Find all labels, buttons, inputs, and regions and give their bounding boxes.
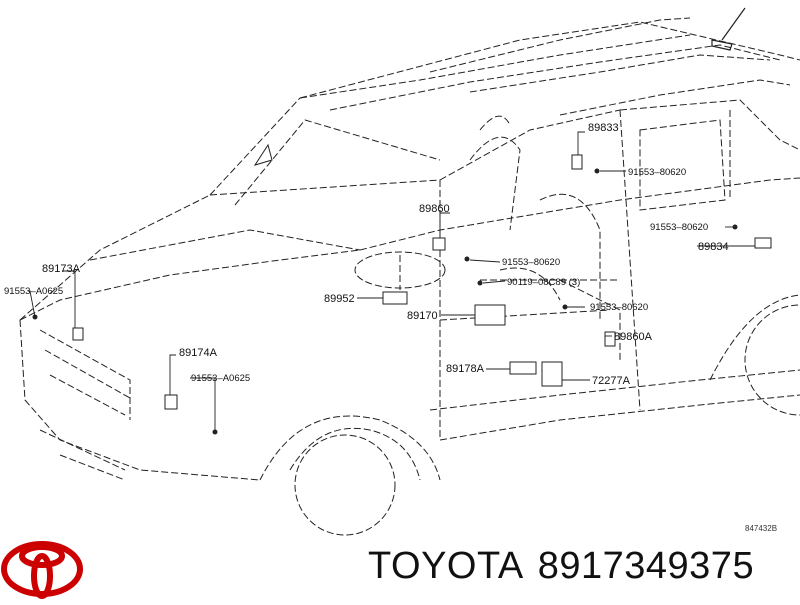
logo-center-ellipse: [31, 553, 53, 599]
reference-code: 847432B: [745, 524, 777, 533]
sensor-89178a: [509, 361, 537, 375]
label-91553-80620: 91553–80620: [650, 222, 708, 233]
label-91553-80620: 91553–80620: [590, 302, 648, 313]
label-91553-80620: 91553–80620: [502, 257, 560, 268]
label-91553-80620: 91553–80620: [628, 167, 686, 178]
label-89170: 89170: [407, 310, 438, 322]
label-90119-08c89: 90119–08C89 (3): [507, 277, 580, 288]
brand-name: TOYOTA: [368, 545, 524, 587]
part-number: 8917349375: [537, 545, 755, 587]
sensor-89173a: [72, 327, 84, 341]
label-89174a: 89174A: [179, 347, 218, 359]
label-89834: 89834: [698, 241, 729, 253]
logo-outer-ring: [1, 541, 83, 597]
part-labels: 89833 91553–80620 89860 91553–80620 8983…: [4, 122, 777, 533]
label-89860: 89860: [419, 203, 450, 215]
side-mirror: [253, 143, 273, 166]
sensor-89833: [571, 154, 583, 170]
label-89833: 89833: [588, 122, 619, 134]
label-89173a: 89173A: [42, 263, 81, 275]
sensor-89860: [432, 237, 446, 251]
label-89178a: 89178A: [446, 363, 485, 375]
label-72277a: 72277A: [592, 375, 631, 387]
antenna: [711, 7, 746, 51]
label-89952: 89952: [324, 293, 355, 305]
module-89170: [474, 304, 506, 326]
label-91553-a0625: 91553–A0625: [4, 286, 63, 297]
footer-title: TOYOTA 8917349375: [368, 545, 754, 588]
sensor-89834: [754, 237, 772, 249]
toyota-logo: [1, 541, 83, 599]
bolts: [32, 168, 738, 435]
logo-top-ellipse: [19, 544, 65, 568]
sensor-parts: [72, 154, 772, 410]
label-89860a: 89860A: [614, 331, 653, 343]
leader-lines: [28, 131, 755, 432]
label-91553-a0625: 91553–A0625: [191, 373, 250, 384]
sensor-89860a: [604, 331, 616, 347]
vehicle-body-outline: [19, 17, 800, 536]
sensor-89174a: [164, 394, 178, 410]
sensor-89952: [382, 291, 408, 305]
bracket-72277a: [541, 361, 563, 387]
